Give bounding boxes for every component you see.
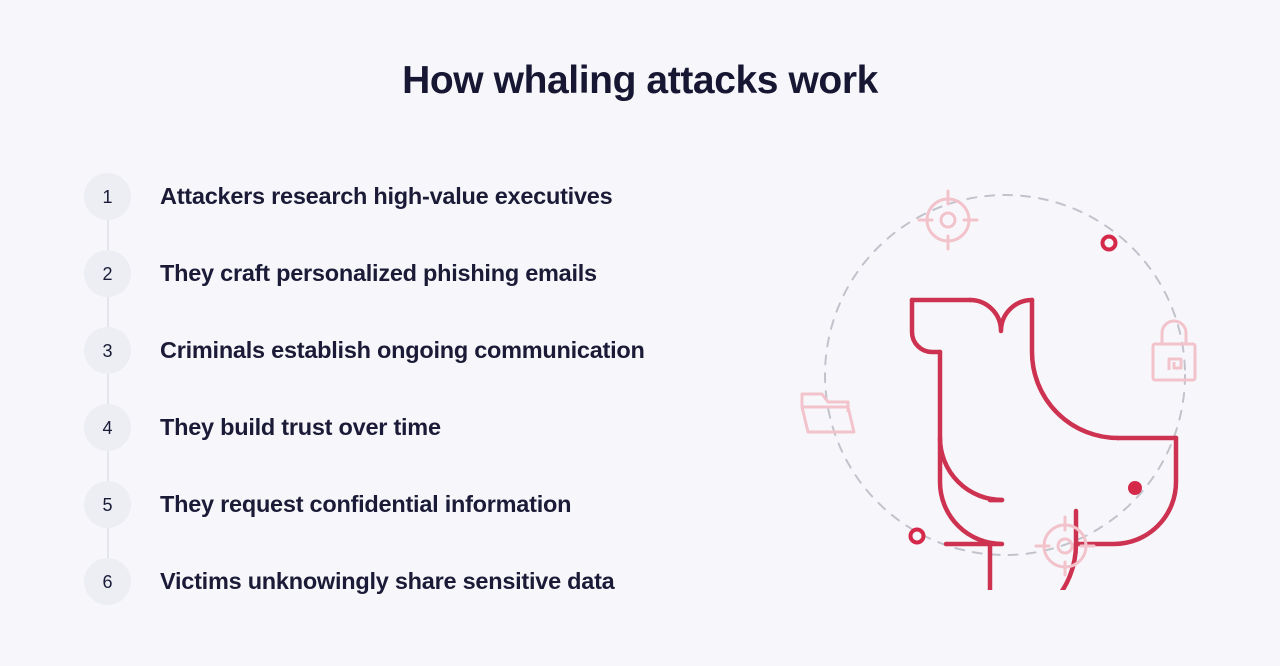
step-label: Victims unknowingly share sensitive data: [160, 568, 615, 594]
step-marker: 4: [84, 404, 131, 451]
step-connector: [107, 528, 109, 558]
steps-list: 1 Attackers research high-value executiv…: [84, 158, 784, 620]
step-marker: 3: [84, 327, 131, 374]
list-item: 6 Victims unknowingly share sensitive da…: [84, 543, 784, 620]
list-item: 4 They build trust over time: [84, 389, 784, 481]
ring-icon-top-right: [1100, 234, 1118, 252]
step-label: They request confidential information: [160, 491, 572, 517]
step-number: 6: [102, 571, 113, 592]
step-label: They craft personalized phishing emails: [160, 260, 597, 286]
whale-illustration: [790, 170, 1220, 590]
step-number: 2: [102, 263, 113, 284]
step-marker: 2: [84, 250, 131, 297]
step-connector: [107, 297, 109, 327]
list-item: 2 They craft personalized phishing email…: [84, 235, 784, 327]
list-item: 1 Attackers research high-value executiv…: [84, 158, 784, 250]
step-connector: [107, 374, 109, 404]
lock-icon-right: [1151, 319, 1197, 382]
step-number: 5: [102, 494, 113, 515]
whale-icon: [909, 297, 1179, 590]
crosshair-icon-bottom: [1034, 515, 1096, 577]
step-marker: 5: [84, 481, 131, 528]
step-label: Attackers research high-value executives: [160, 183, 613, 209]
step-label: They build trust over time: [160, 414, 441, 440]
ring-icon-bottom-left: [908, 527, 926, 545]
whale-eye-icon: [1128, 481, 1142, 495]
step-marker: 6: [84, 558, 131, 605]
step-number: 3: [102, 340, 113, 361]
step-connector: [107, 220, 109, 250]
orbit-dashed-circle: [824, 194, 1186, 556]
crosshair-icon-top: [917, 189, 979, 251]
list-item: 5 They request confidential information: [84, 466, 784, 558]
step-connector: [107, 451, 109, 481]
page-title: How whaling attacks work: [402, 59, 878, 102]
step-label: Criminals establish ongoing communicatio…: [160, 337, 645, 363]
step-number: 1: [102, 186, 113, 207]
step-marker: 1: [84, 173, 131, 220]
list-item: 3 Criminals establish ongoing communicat…: [84, 312, 784, 404]
step-number: 4: [102, 417, 113, 438]
folder-icon-left: [800, 392, 856, 434]
